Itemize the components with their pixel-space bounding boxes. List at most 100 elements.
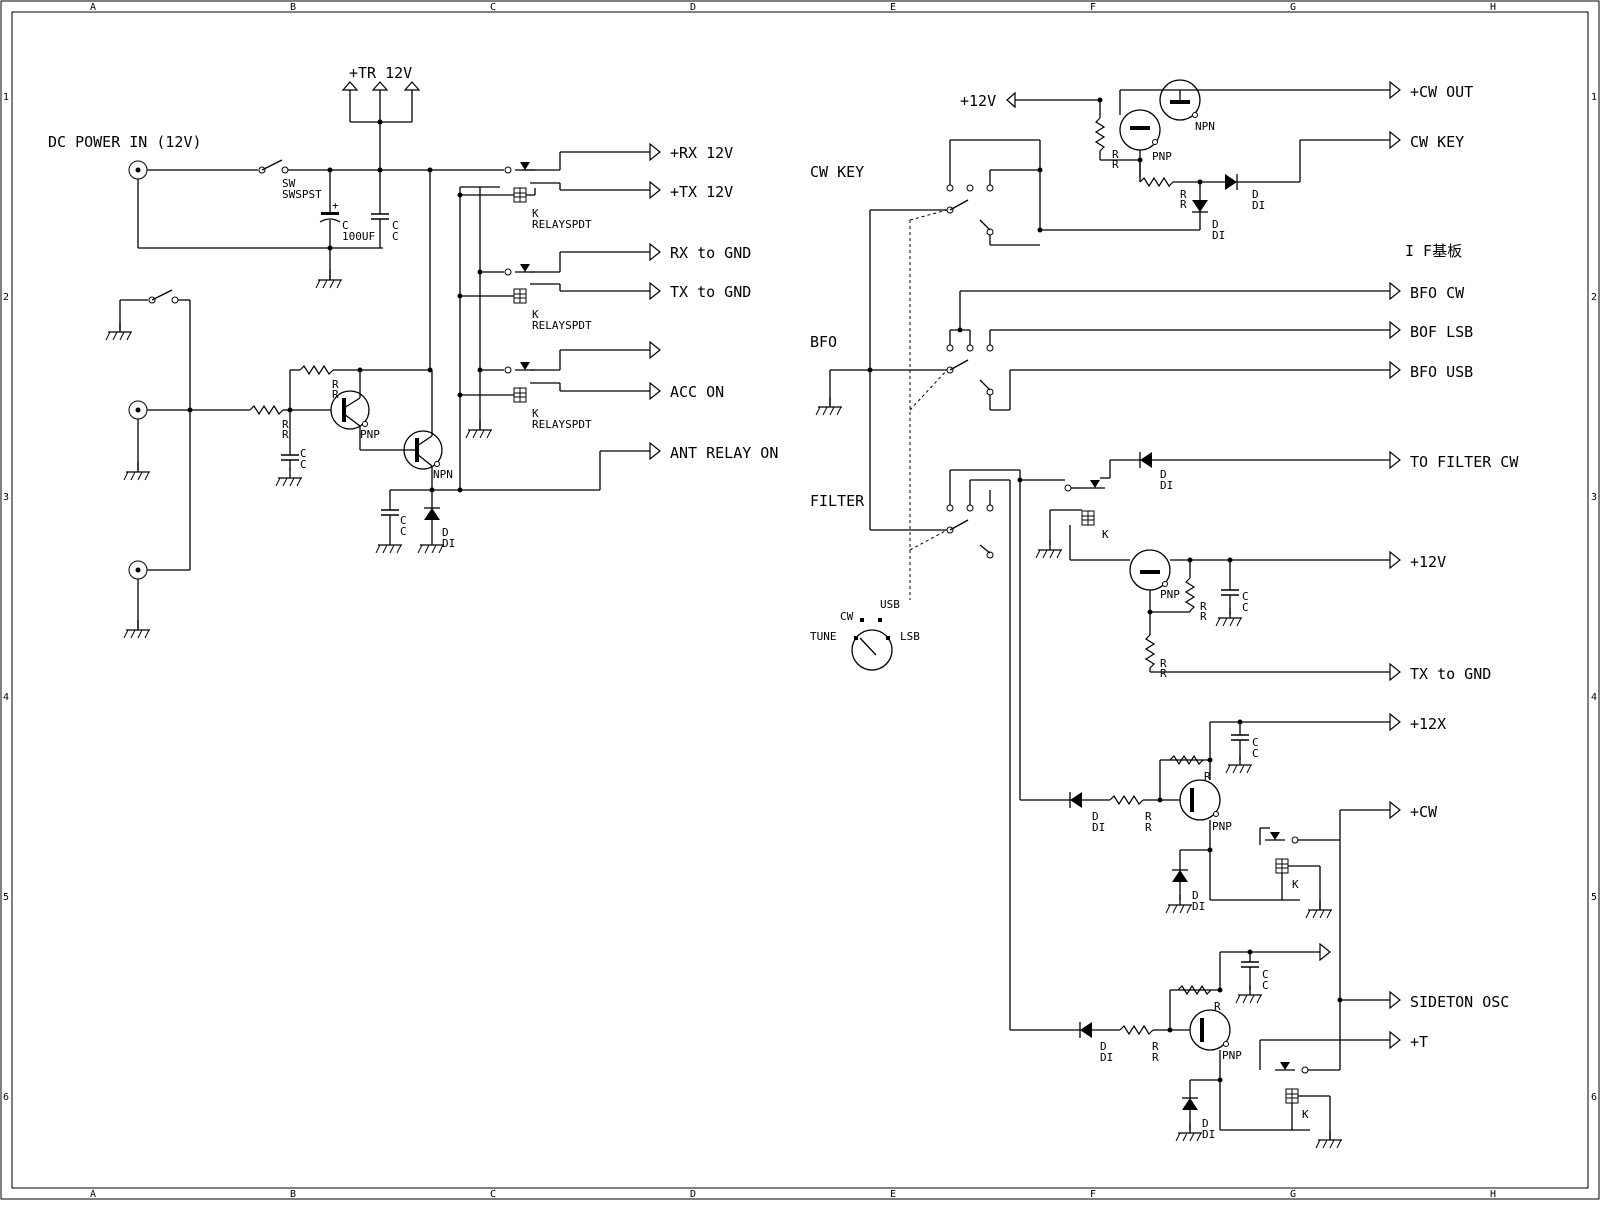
- zone-row-5-right: 5: [1591, 892, 1597, 903]
- r-label-mid: R: [1200, 600, 1207, 613]
- zone-row-3: 3: [3, 492, 9, 503]
- zone-row-4-right: 4: [1591, 692, 1597, 703]
- r-label-1: R: [332, 378, 339, 391]
- zone-col-a: A: [90, 2, 96, 13]
- filter-label: FILTER: [810, 492, 865, 510]
- r-label-midb: R: [1200, 610, 1207, 623]
- zone-col-h: H: [1490, 2, 1496, 13]
- row-numbers-left: 1 2 3 4 5 6: [3, 92, 9, 1103]
- r-label-12x-top: R: [1204, 770, 1211, 783]
- zone-row-2-right: 2: [1591, 292, 1597, 303]
- zone-row-6-right: 6: [1591, 1092, 1597, 1103]
- c-label-12x: C: [1252, 736, 1259, 749]
- if-board-label: I F基板: [1405, 242, 1462, 260]
- d-label-12x: D: [1092, 810, 1099, 823]
- pnp1-label: PNP: [360, 428, 380, 441]
- selector-tune: TUNE: [810, 630, 837, 643]
- svg-text:+: +: [332, 199, 339, 212]
- out-plus12v: +12V: [1410, 553, 1446, 571]
- d-label-1: D: [442, 526, 449, 539]
- r-label-txb: R: [1160, 667, 1167, 680]
- plus12v-in-label: +12V: [960, 92, 996, 110]
- out-sideton-osc: SIDETON OSC: [1410, 993, 1509, 1011]
- d-label-fcw: D: [1160, 468, 1167, 481]
- c-label-12xb: C: [1252, 747, 1259, 760]
- power-distribution-circuit: DC POWER IN (12V) SW SWSPST + C 100UF C …: [48, 64, 778, 639]
- k-label-2: K: [1292, 878, 1299, 891]
- r-label-tx: R: [1160, 657, 1167, 670]
- out-rx12v: +RX 12V: [670, 144, 733, 162]
- bfo-label: BFO: [810, 333, 837, 351]
- r-label-12xb: R: [1145, 821, 1152, 834]
- di-label-top2: DI: [1212, 229, 1225, 242]
- d-label-st: D: [1100, 1040, 1107, 1053]
- mode-selector-knob[interactable]: [851, 629, 893, 671]
- zone-row-3-right: 3: [1591, 492, 1597, 503]
- out-plus-cw: +CW: [1410, 803, 1438, 821]
- bulk-cap-ref: C: [342, 219, 349, 232]
- zone-col-b-bottom: B: [290, 1189, 296, 1200]
- out-cw-out: +CW OUT: [1410, 83, 1473, 101]
- r-label-stb: R: [1152, 1051, 1159, 1064]
- relay1-ref: K: [532, 207, 539, 220]
- sw-ref: SW: [282, 177, 296, 190]
- bulk-cap-value: 100UF: [342, 230, 375, 243]
- relay2-ref: K: [532, 308, 539, 321]
- zone-col-e-bottom: E: [890, 1189, 896, 1200]
- zone-row-2: 2: [3, 292, 9, 303]
- pnp-top-label: PNP: [1152, 150, 1172, 163]
- r-label-1b: R: [332, 388, 339, 401]
- zone-col-d: D: [690, 2, 696, 13]
- zone-col-g-bottom: G: [1290, 1189, 1296, 1200]
- zone-row-4: 4: [3, 692, 9, 703]
- zone-col-f: F: [1090, 2, 1096, 13]
- c-label-sto: C: [1262, 968, 1269, 981]
- d-label-12x2: D: [1192, 889, 1199, 902]
- pnp-mid-label: PNP: [1160, 588, 1180, 601]
- pnp-12x-label: PNP: [1212, 820, 1232, 833]
- k-label-3: K: [1302, 1108, 1309, 1121]
- out-bfo-usb: BFO USB: [1410, 363, 1473, 381]
- out-plus12x: +12X: [1410, 715, 1446, 733]
- zone-col-c: C: [490, 2, 496, 13]
- c-label-3b: C: [400, 525, 407, 538]
- npn2-label: NPN: [433, 468, 453, 481]
- zone-row-5: 5: [3, 892, 9, 903]
- zone-col-d-bottom: D: [690, 1189, 696, 1200]
- r-label-2b: R: [282, 428, 289, 441]
- di-label-st2: DI: [1202, 1128, 1215, 1141]
- npn-transistor-top: [1159, 79, 1201, 121]
- relay1-value: RELAYSPDT: [532, 218, 592, 231]
- out-acc-on: ACC ON: [670, 383, 724, 401]
- r-label-top2b: R: [1180, 198, 1187, 211]
- out-ant-relay-on: ANT RELAY ON: [670, 444, 778, 462]
- di-label-st: DI: [1100, 1051, 1113, 1064]
- r-label-top2: R: [1180, 188, 1187, 201]
- d-label-top2: D: [1212, 218, 1219, 231]
- zone-col-h-bottom: H: [1490, 1189, 1496, 1200]
- relay3-value: RELAYSPDT: [532, 418, 592, 431]
- row-numbers-right: 1 2 3 4 5 6: [1591, 92, 1597, 1103]
- di-label-12x: DI: [1092, 821, 1105, 834]
- selector-usb: USB: [880, 598, 900, 611]
- r-label-st-top: R: [1214, 1000, 1221, 1013]
- tr12v-label: +TR 12V: [349, 64, 412, 82]
- small-cap-ref: C: [392, 219, 399, 232]
- c-label-mid: C: [1242, 590, 1249, 603]
- small-cap-value: C: [392, 230, 399, 243]
- relay2-value: RELAYSPDT: [532, 319, 592, 332]
- r-label-12x: R: [1145, 810, 1152, 823]
- c-label-stob: C: [1262, 979, 1269, 992]
- r-label-2: R: [282, 418, 289, 431]
- c-label-2: C: [300, 447, 307, 460]
- k-label-1: K: [1102, 528, 1109, 541]
- zone-col-c-bottom: C: [490, 1189, 496, 1200]
- out-rx-to-gnd: RX to GND: [670, 244, 751, 262]
- di-label-1: DI: [442, 537, 455, 550]
- zone-row-1-right: 1: [1591, 92, 1597, 103]
- d-label-top: D: [1252, 188, 1259, 201]
- cw-key-label: CW KEY: [810, 163, 864, 181]
